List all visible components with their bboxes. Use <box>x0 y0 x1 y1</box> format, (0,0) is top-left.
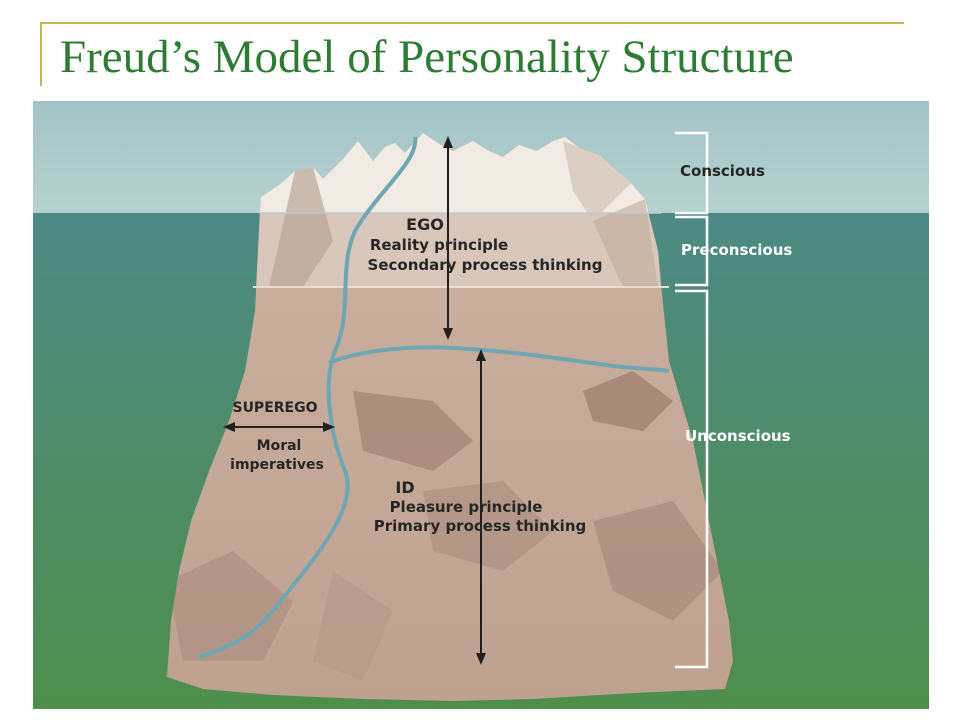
slide-title: Freud’s Model of Personality Structure <box>60 31 794 83</box>
ice-facet <box>593 501 723 621</box>
ego-arrow <box>443 136 453 340</box>
title-frame-top <box>40 22 904 24</box>
ice-facet <box>423 481 553 571</box>
ice-facet <box>313 571 393 681</box>
preconscious-bracket <box>675 215 709 287</box>
ice-facet <box>269 167 333 287</box>
ego-reality-principle: Reality principle <box>370 236 508 254</box>
ice-facet <box>353 391 473 471</box>
conscious-label: Conscious <box>680 162 765 180</box>
unconscious-bracket <box>675 289 709 669</box>
ego-label: EGO <box>406 215 444 234</box>
superego-arrow <box>223 422 335 432</box>
id-pleasure-principle: Pleasure principle <box>390 498 543 516</box>
ice-facet <box>583 371 673 431</box>
id-primary-process: Primary process thinking <box>374 517 586 535</box>
preconscious-label: Preconscious <box>681 241 792 259</box>
superego-divider-line <box>198 136 418 659</box>
superego-label: SUPEREGO <box>232 400 317 416</box>
ice-facet <box>593 199 658 287</box>
ego-id-divider-line <box>328 345 670 373</box>
superego-imperatives: imperatives <box>230 457 324 473</box>
id-label: ID <box>395 478 414 497</box>
ice-facet <box>167 551 293 661</box>
superego-moral: Moral <box>257 438 302 454</box>
id-arrow <box>476 349 486 665</box>
title-frame-left <box>40 22 42 86</box>
ego-secondary-process: Secondary process thinking <box>368 256 603 274</box>
iceberg-diagram: EGO Reality principle Secondary process … <box>33 101 929 709</box>
conscious-bracket <box>675 131 709 215</box>
unconscious-label: Unconscious <box>685 427 791 445</box>
ice-facet <box>563 141 631 221</box>
